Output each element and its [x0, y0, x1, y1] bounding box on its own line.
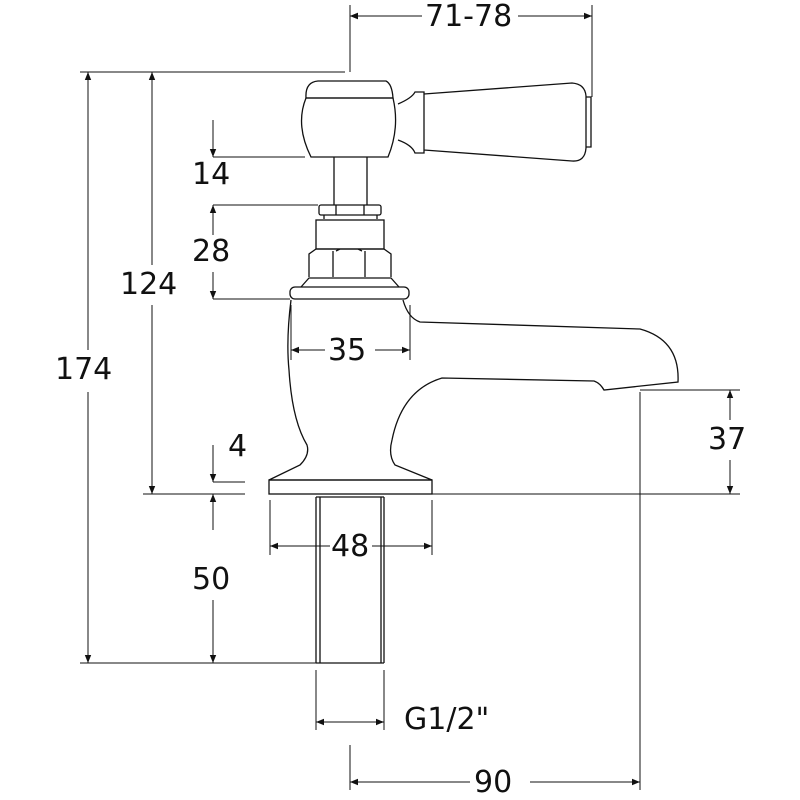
handle-cap: [305, 80, 394, 99]
base-plate: [268, 479, 433, 495]
dim-body-width: 35: [328, 333, 367, 368]
dim-handle-clearance: 14: [192, 157, 231, 192]
handle-ball: [300, 97, 397, 158]
dim-handle-reach: 71-78: [425, 0, 513, 34]
dim-spout-height: 37: [708, 422, 747, 457]
hex-nut: [308, 248, 392, 277]
tap-outline: [268, 80, 679, 664]
shank: [315, 496, 385, 664]
dim-height-to-handle: 124: [120, 267, 178, 302]
gland-nut: [318, 204, 382, 216]
stem: [333, 157, 368, 205]
dim-base-thickness: 4: [228, 429, 248, 464]
dim-shank-length: 50: [192, 562, 231, 597]
dimension-lines: [80, 5, 740, 790]
dim-headwork-height: 28: [192, 234, 231, 269]
dim-spout-projection: 90: [474, 765, 513, 800]
tap-body: [268, 299, 679, 481]
flange: [289, 286, 410, 300]
handle-lever: [397, 82, 587, 162]
dim-total-height: 174: [55, 352, 113, 387]
dim-base-width: 48: [331, 529, 370, 564]
headwork-body: [315, 219, 385, 250]
dim-thread: G1/2": [404, 702, 490, 737]
